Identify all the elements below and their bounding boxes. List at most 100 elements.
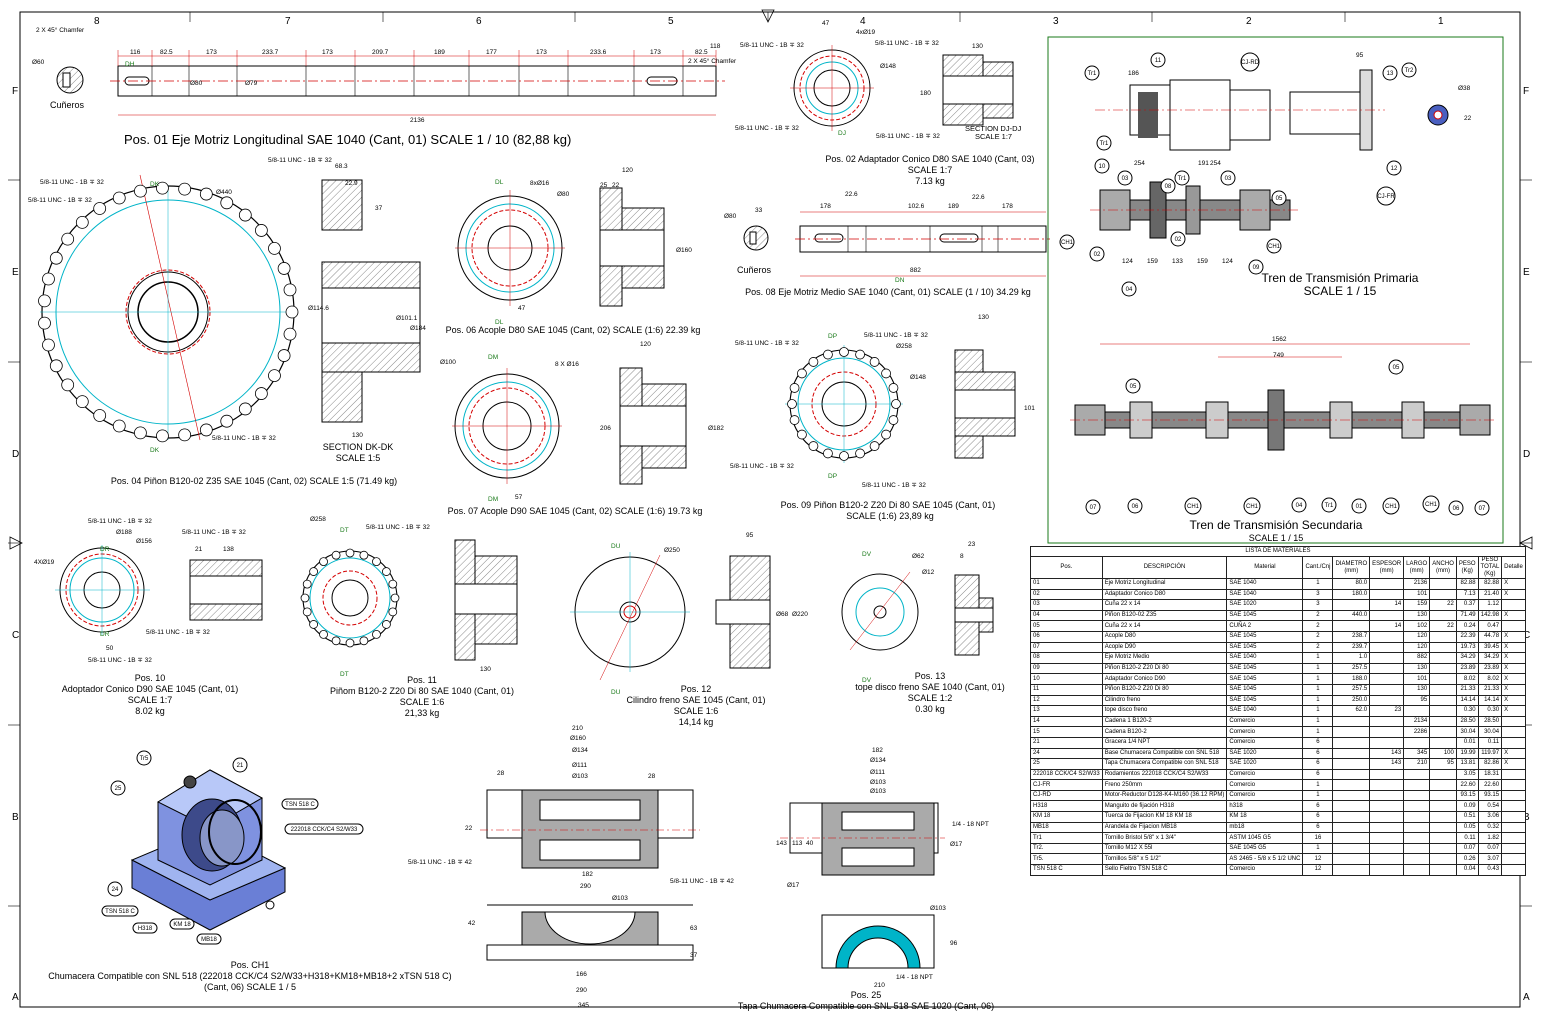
sprocket-teeth xyxy=(787,347,901,461)
pos04-d101: Ø101.1 xyxy=(396,315,418,322)
bom-cell: 1 xyxy=(1302,842,1334,855)
pos08-dim: 189 xyxy=(948,203,959,210)
pos02-d180: 180 xyxy=(920,90,931,97)
bom-cell: ASTM 1045 G5 xyxy=(1226,832,1304,844)
bom-cell: 0.30 xyxy=(1455,705,1479,717)
bom-cell: Comercio xyxy=(1226,779,1304,791)
pos01-dim: 189 xyxy=(434,49,445,56)
bom-cell: H318 xyxy=(1030,800,1103,813)
bom-cell xyxy=(1369,588,1405,601)
bom-cell: 93.15 xyxy=(1477,789,1503,802)
bom-cell xyxy=(1501,726,1526,738)
bom-cell xyxy=(1369,726,1405,738)
pos09-labels: 5/8-11 UNC - 1B ∓ 32 5/8-11 UNC - 1B ∓ 3… xyxy=(730,314,1035,489)
bom-cell: X xyxy=(1501,673,1526,685)
pos06-holes: 8xØ16 xyxy=(530,180,550,187)
bom-header-cell: DIAMETRO (mm) xyxy=(1332,556,1371,579)
pos01-dims: 116 82.5 173 233.7 173 209.7 189 177 173… xyxy=(32,26,737,124)
bom-cell: 19.73 xyxy=(1455,641,1479,654)
bom-cell: 188.0 xyxy=(1332,673,1371,685)
pos10-thread: 5/8-11 UNC - 1B ∓ 32 xyxy=(146,629,210,636)
pos09-thread: 5/8-11 UNC - 1B ∓ 32 xyxy=(735,340,799,347)
pos12-scale: SCALE 1:6 xyxy=(674,706,719,716)
bom-cell: 1 xyxy=(1302,779,1334,791)
ch1-dim: Ø160 xyxy=(570,735,586,742)
primary-balloon: 13 xyxy=(1387,71,1394,77)
ch1-dim: 182 xyxy=(582,871,593,878)
bom-cell: 3.05 xyxy=(1455,768,1479,781)
bom-cell: 1.0 xyxy=(1332,652,1371,664)
bom-cell: 1 xyxy=(1302,683,1334,696)
bom-cell: MB18 xyxy=(1030,821,1103,834)
bom-cell: 14 xyxy=(1369,599,1405,611)
bom-cell: 120 xyxy=(1403,641,1431,654)
zone-side-C-r: C xyxy=(1523,630,1530,641)
bom-cell: 0.37 xyxy=(1455,599,1479,611)
bom-cell: 101 xyxy=(1403,673,1431,685)
bom-cell: 11 xyxy=(1030,683,1103,696)
pos09-d258: Ø258 xyxy=(896,343,912,350)
bom-cell xyxy=(1332,736,1371,749)
bom-cell xyxy=(1501,768,1526,781)
bom-cell xyxy=(1501,842,1526,855)
bom-cell xyxy=(1332,842,1371,855)
bom-cell: 6 xyxy=(1302,800,1334,813)
pos08-labels: 178 22.6 102.6 189 22.6 178 882 Ø80 33 D… xyxy=(724,191,1013,284)
bom-cell: Piñon B120-02 Z35 xyxy=(1101,609,1228,622)
bom-cell: 102 xyxy=(1403,620,1431,632)
bom-cell xyxy=(1501,599,1526,611)
primary-balloon: 02 xyxy=(1094,252,1101,258)
bom-cell xyxy=(1369,662,1405,675)
bom-cell xyxy=(1429,705,1457,717)
pos12-d95: 95 xyxy=(746,532,754,539)
bom-cell: 100 xyxy=(1429,747,1457,760)
secondary-balloon: 05 xyxy=(1393,365,1400,371)
bom-cell xyxy=(1501,821,1526,834)
ch1-balloon: 21 xyxy=(237,763,244,769)
pos25-title: Pos. 25 xyxy=(851,990,882,1000)
pos04-thread: 5/8-11 UNC - 1B ∓ 32 xyxy=(40,179,104,186)
bom-cell: 6 xyxy=(1302,811,1334,823)
bom-cell: 0.11 xyxy=(1455,832,1479,844)
bom-cell xyxy=(1501,715,1526,728)
zone-side-D-r: D xyxy=(1523,449,1530,460)
bom-cell: 95 xyxy=(1403,694,1431,707)
pos02-section-scale: SCALE 1:7 xyxy=(975,132,1012,141)
ch1-balloon: TSN 518 C xyxy=(285,802,315,808)
bom-cell xyxy=(1429,641,1457,654)
bom-cell: X xyxy=(1501,694,1526,707)
zone-side-E-r: E xyxy=(1523,267,1530,278)
pos01-dim: 233.6 xyxy=(590,49,607,56)
secondary-balloons: 05 05 07 06 CH1 CH1 04 Tr1 01 CH1 CH1 06… xyxy=(1085,359,1490,516)
pos04-section-scale: SCALE 1:5 xyxy=(336,453,381,463)
ch1-balloon: H318 xyxy=(138,926,153,932)
pos09-title: Pos. 09 Piñon B120-2 Z20 Di 80 SAE 1045 … xyxy=(781,500,996,510)
bom-cell: 1 xyxy=(1302,662,1334,675)
bom-cell: 28.50 xyxy=(1455,715,1479,728)
pos08-total: 882 xyxy=(910,267,921,274)
pos10-adapter-views xyxy=(55,545,263,635)
bom-cell: 0.01 xyxy=(1455,736,1479,749)
bom-cell: 6 xyxy=(1302,768,1334,781)
secondary-balloon: CH1 xyxy=(1246,504,1259,510)
bom-cell: X xyxy=(1501,652,1526,664)
bom-cell: 142.98 xyxy=(1477,609,1503,622)
bom-cell xyxy=(1332,800,1371,813)
primary-dim: 186 xyxy=(1128,70,1139,77)
pos12-section-bottom: DU xyxy=(611,689,621,696)
zone-side-F: F xyxy=(12,86,18,97)
bom-cell xyxy=(1403,842,1431,855)
bom-cell: Sello Fieltro TSN 518 C xyxy=(1101,864,1228,876)
secondary-balloon: 04 xyxy=(1296,503,1303,509)
bom-cell: 13.81 xyxy=(1455,758,1479,770)
pos01-dim: 116 xyxy=(130,49,141,56)
pos25-dim: Ø103 xyxy=(870,788,886,795)
bom-cell xyxy=(1501,800,1526,813)
bom-cell: Comercio xyxy=(1226,726,1304,738)
